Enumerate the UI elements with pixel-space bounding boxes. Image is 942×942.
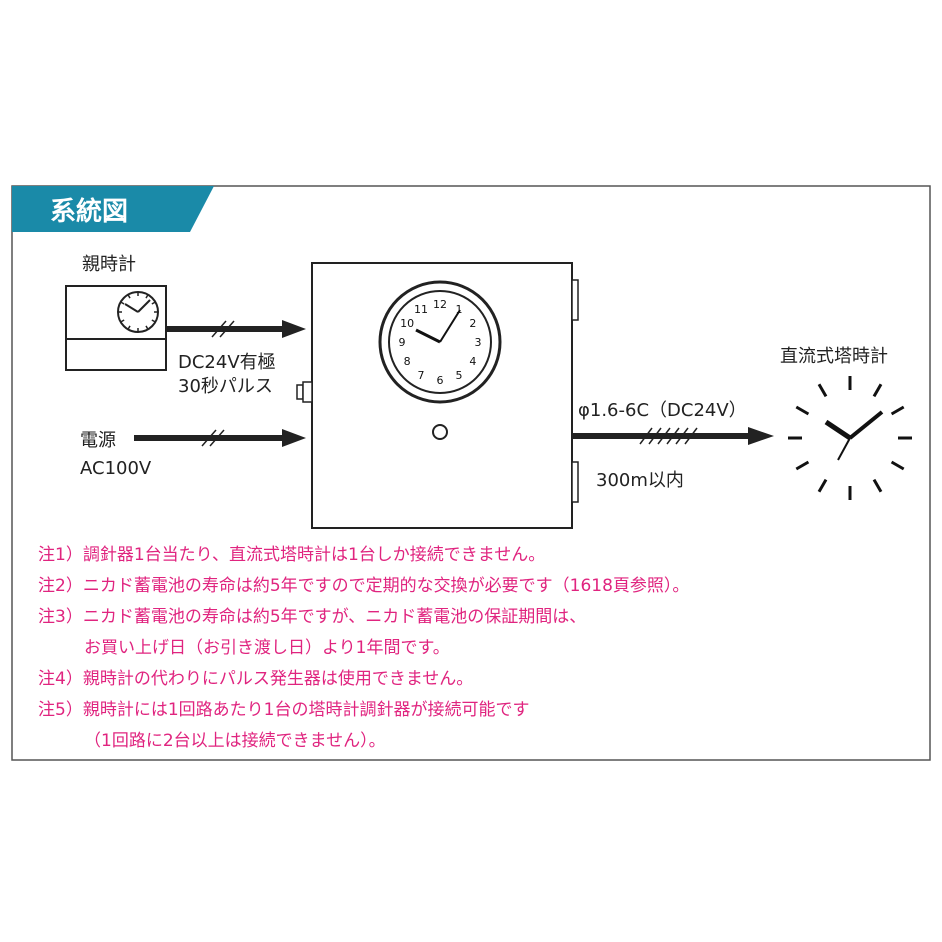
note-3: 注3）ニカド蓄電池の寿命は約5年ですが、ニカド蓄電池の保証期間は、 <box>38 607 586 627</box>
note-1: 注1）調針器1台当たり、直流式塔時計は1台しか接続できません。 <box>38 545 545 565</box>
power-arrow <box>134 429 306 447</box>
header-banner <box>12 186 214 232</box>
tick <box>145 325 149 330</box>
diagram-frame <box>11 185 931 761</box>
dial-number: 9 <box>399 336 406 349</box>
clock-icon <box>117 291 159 333</box>
tick <box>127 325 131 330</box>
tower-tick <box>890 405 905 416</box>
power-label-1: 電源 <box>80 430 116 451</box>
tower-clock-icon <box>788 376 912 500</box>
tick <box>151 301 156 305</box>
cable-label: φ1.6-6C（DC24V） <box>578 400 747 421</box>
power-label-2: AC100V <box>80 458 152 479</box>
dial-number: 6 <box>437 374 444 387</box>
note-3-cont: お買い上げ日（お引き渡し日）より1年間です。 <box>84 638 450 658</box>
dial-number: 7 <box>418 369 425 382</box>
tick <box>127 294 131 299</box>
dial-number: 10 <box>400 317 414 330</box>
notes: 注1）調針器1台当たり、直流式塔時計は1台しか接続できません。 注2）ニカド蓄電… <box>38 545 689 751</box>
signal-arrow <box>166 320 306 338</box>
tower-tick <box>795 405 810 416</box>
output-arrow <box>572 427 774 445</box>
dial-number: 8 <box>404 355 411 368</box>
tower-tick <box>795 460 810 471</box>
tick <box>120 319 125 323</box>
dial-number: 11 <box>414 303 428 316</box>
dial-number: 1 <box>456 303 463 316</box>
tick <box>151 319 156 323</box>
tower-clock-label: 直流式塔時計 <box>780 346 888 367</box>
note-5-cont: （1回路に2台以上は接続できません）。 <box>84 731 386 751</box>
tower-tick <box>890 460 905 471</box>
tower-tick <box>817 383 828 398</box>
tower-tick <box>817 478 828 493</box>
tower-tick <box>872 478 883 493</box>
distance-label: 300m以内 <box>596 470 684 491</box>
dial-number: 3 <box>475 336 482 349</box>
tower-tick <box>872 383 883 398</box>
tick <box>120 301 125 305</box>
note-5: 注5）親時計には1回路あたり1台の塔時計調針器が接続可能です <box>38 700 529 720</box>
hour-hand <box>415 328 441 344</box>
signal-label-1: DC24V有極 <box>178 352 276 373</box>
tick <box>145 294 149 299</box>
header-title: 系統図 <box>50 196 128 227</box>
knob <box>432 424 448 440</box>
dial-number: 4 <box>469 355 476 368</box>
dial-number: 2 <box>469 317 476 330</box>
master-clock-label: 親時計 <box>82 254 136 275</box>
note-2: 注2）ニカド蓄電池の寿命は約5年ですので定期的な交換が必要です（1618頁参照）… <box>38 576 689 596</box>
note-4: 注4）親時計の代わりにパルス発生器は使用できません。 <box>38 668 473 689</box>
master-clock-unit <box>65 285 167 371</box>
dial-number: 5 <box>456 369 463 382</box>
minute-hand <box>439 309 461 343</box>
signal-label-2: 30秒パルス <box>178 376 273 397</box>
dial-number: 12 <box>433 298 447 311</box>
